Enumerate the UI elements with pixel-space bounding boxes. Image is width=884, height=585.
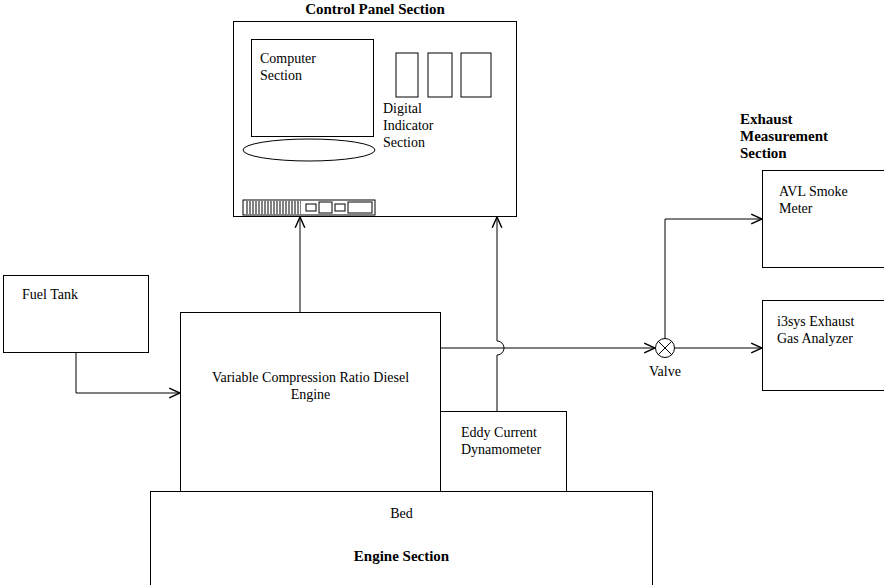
section-title: Control Panel Section <box>234 1 516 18</box>
fuel-tank-box: Fuel Tank <box>3 275 149 353</box>
digital-indicator <box>396 53 418 97</box>
box-label: Fuel Tank <box>22 286 78 303</box>
valve-cross <box>658 341 671 354</box>
connector-arrow <box>675 348 762 349</box>
cpu-unit <box>243 200 375 215</box>
keyboard-ellipse <box>243 139 375 161</box>
dynamometer-box: Eddy Current Dynamometer <box>440 411 567 492</box>
connector-arrow <box>441 348 655 349</box>
cpu-slot <box>306 204 316 211</box>
cpu-slot <box>335 204 345 211</box>
digital-indicator <box>428 53 452 97</box>
connector-arrow <box>497 217 504 411</box>
digital-indicator <box>461 53 491 97</box>
gas-analyzer-box: i3sys Exhaust Gas Analyzer <box>762 300 884 391</box>
engine-box: Variable Compression Ratio Diesel Engine <box>180 312 441 492</box>
section-label: Digital Indicator Section <box>383 100 455 151</box>
box-label: Engine Section <box>354 548 449 565</box>
box-label: AVL Smoke Meter <box>779 183 867 217</box>
connector-arrow <box>665 219 762 338</box>
box-label: Computer Section <box>260 50 332 84</box>
cpu-drive <box>348 202 372 213</box>
cpu-slot <box>319 202 332 213</box>
box-label: Eddy Current Dynamometer <box>461 424 546 458</box>
box-label: Bed <box>390 505 413 522</box>
connector-arrow <box>76 353 180 393</box>
valve-outline <box>655 338 675 358</box>
bed-box: BedEngine Section <box>150 491 653 585</box>
cpu-vents <box>245 201 301 214</box>
section-title: Valve <box>649 363 681 380</box>
panel-box: Computer SectionControl Panel Section <box>233 21 517 217</box>
valve-symbol: Valve <box>655 338 675 358</box>
box-label: Variable Compression Ratio Diesel Engine <box>211 369 411 403</box>
smoke-meter-box: AVL Smoke Meter <box>762 170 884 268</box>
valve-cross <box>658 341 671 354</box>
section-heading: Exhaust Measurement Section <box>740 111 840 162</box>
connector-arrow <box>300 217 301 312</box>
computer-box: Computer Section <box>251 39 374 137</box>
valve-circle <box>656 339 675 358</box>
box-label: i3sys Exhaust Gas Analyzer <box>777 313 871 347</box>
